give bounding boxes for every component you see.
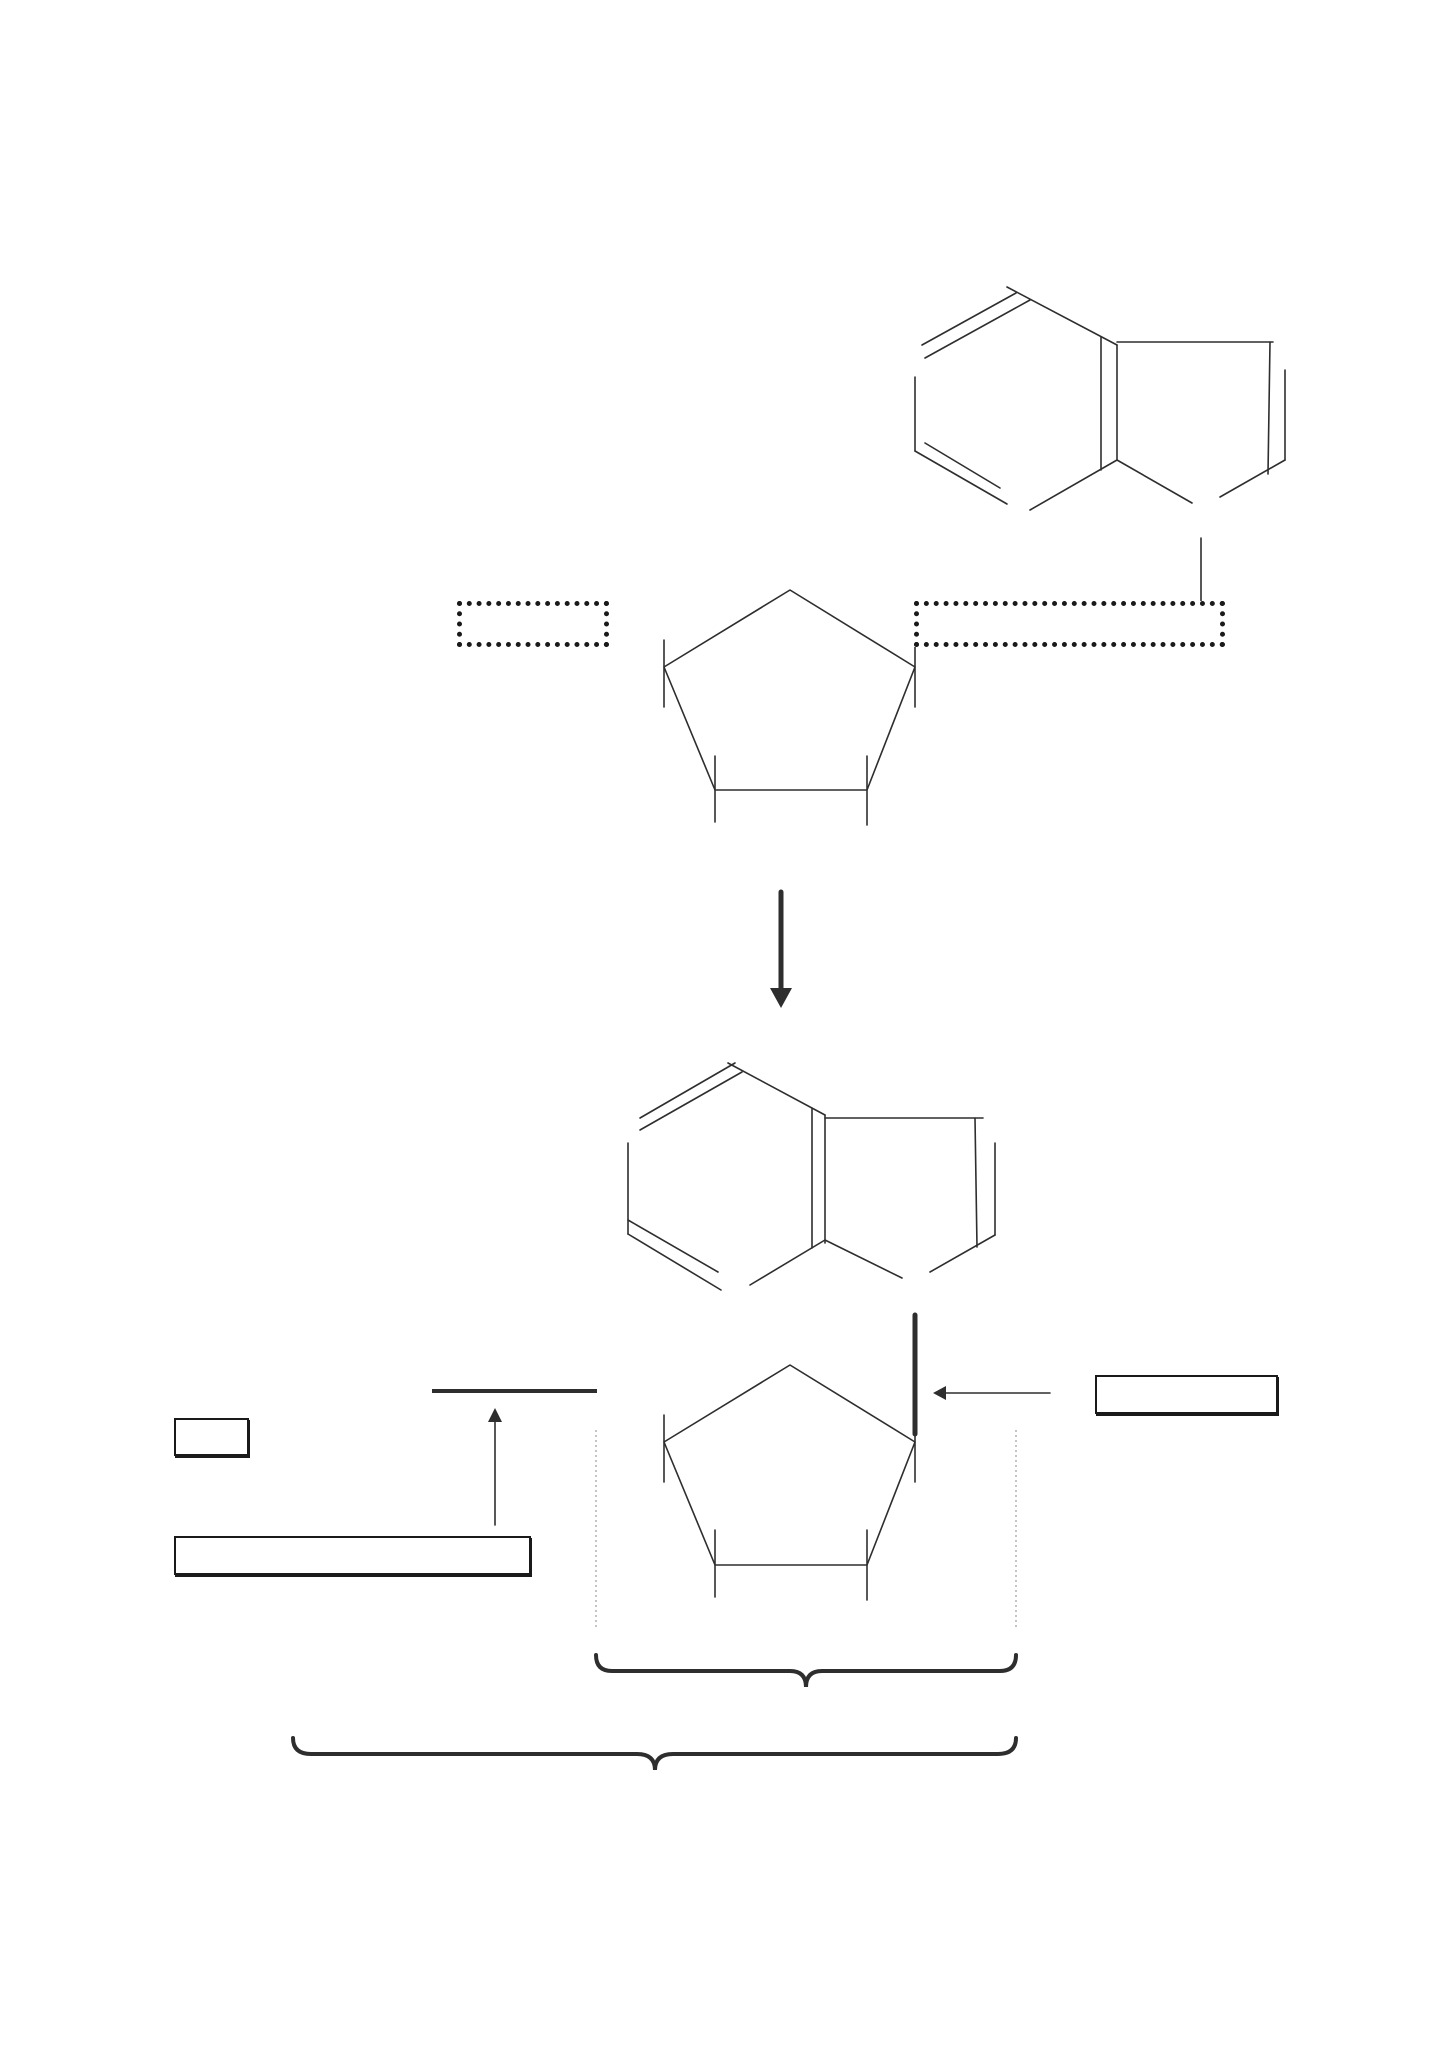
bond xyxy=(974,1117,978,1248)
bond xyxy=(929,1234,996,1273)
bond xyxy=(824,1239,903,1279)
ring xyxy=(663,589,916,791)
arrow-head xyxy=(770,988,792,1008)
bond xyxy=(924,442,1001,489)
bond xyxy=(727,1062,826,1116)
ring xyxy=(663,1364,916,1566)
arrow-head xyxy=(488,1408,502,1422)
bond xyxy=(639,1071,743,1131)
brace-large xyxy=(291,1736,1018,1771)
indole-structure-top xyxy=(914,286,1286,613)
product-left-small-label-box xyxy=(174,1418,249,1456)
bond xyxy=(924,299,1031,359)
pointer-arrow-right xyxy=(933,1386,1051,1400)
brace-small xyxy=(594,1653,1018,1688)
bond xyxy=(1267,341,1271,475)
arrow-head xyxy=(933,1386,946,1400)
bond xyxy=(1219,459,1286,498)
reaction-arrow xyxy=(770,889,792,1008)
bond xyxy=(627,1219,719,1273)
product-right-label-box xyxy=(1095,1375,1278,1414)
bond xyxy=(639,1062,736,1119)
product-left-wide-label-box xyxy=(174,1536,531,1575)
cyclopentane-structure-bottom xyxy=(663,1364,916,1601)
bond xyxy=(1006,286,1118,346)
bond xyxy=(749,1239,826,1286)
bond xyxy=(1116,459,1193,504)
bond xyxy=(914,450,1008,505)
bond xyxy=(1029,459,1118,511)
cyclopentane-structure-top xyxy=(663,589,916,826)
bond xyxy=(921,292,1017,346)
pointer-arrow-up xyxy=(488,1408,502,1526)
indole-structure-bottom xyxy=(627,1062,996,1291)
reactant-right-label-box xyxy=(914,601,1225,647)
bond xyxy=(627,1233,722,1291)
reactant-left-label-box xyxy=(457,601,609,647)
